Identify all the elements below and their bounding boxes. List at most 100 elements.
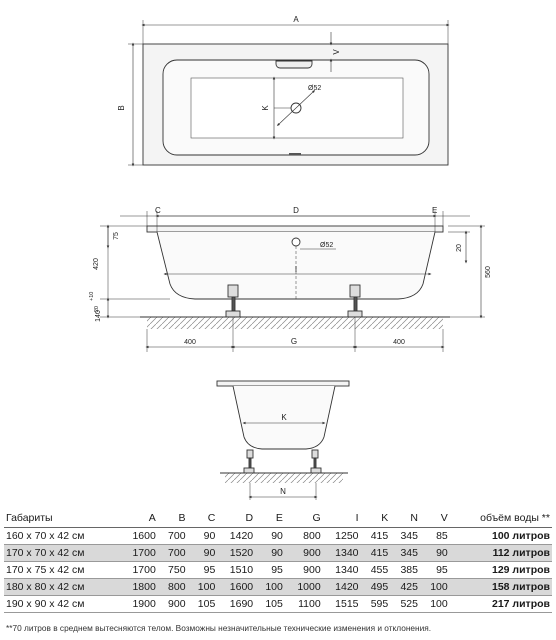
dim-label-v: V — [332, 49, 341, 55]
dim-label-d: D — [293, 206, 299, 215]
value-cell: 85 — [436, 530, 448, 542]
side-basin — [156, 231, 436, 300]
value-cell: 1700 — [120, 544, 158, 562]
value-cell: 100 — [420, 578, 450, 596]
end-view — [216, 380, 350, 500]
left-foot — [225, 284, 241, 318]
size-cell: 170 x 75 x 42 см — [6, 564, 85, 576]
value-cell: 95 — [436, 564, 448, 576]
table-header: C — [207, 512, 216, 524]
value-cell: 900 — [284, 544, 323, 562]
dim-label-140: 140 — [95, 310, 102, 322]
dim-label-tol-upper: +10 — [89, 292, 95, 301]
value-cell: 90 — [420, 544, 450, 562]
dim-label-tol-lower: -20 — [94, 306, 100, 314]
value-cell: 1100 — [298, 598, 321, 610]
overflow-handle — [275, 60, 313, 69]
dim-label-k-end: K — [281, 413, 287, 422]
dim-label-75: 75 — [113, 232, 120, 240]
size-cell: 190 x 90 x 42 см — [6, 598, 85, 610]
value-cell: 750 — [168, 564, 186, 576]
value-cell: 90 — [203, 530, 216, 542]
value-cell: 1420 — [229, 530, 254, 542]
value-cell: 100 — [255, 578, 285, 596]
table-header: K — [381, 512, 389, 524]
value-cell: 1800 — [120, 578, 158, 596]
value-cell: 525 — [400, 598, 418, 610]
end-right-foot — [310, 449, 322, 474]
value-cell: 95 — [271, 564, 283, 576]
bathtub-technical-drawing: A B V K Ø52 — [89, 15, 492, 500]
end-floor-hatch — [225, 473, 343, 483]
value-cell: 1700 — [132, 564, 156, 576]
value-cell: 455 — [370, 564, 389, 576]
top-view — [128, 20, 450, 167]
table-row: 170 x 70 x 42 см 1700 700 90 1520 90 900… — [4, 544, 552, 562]
table-header: A — [148, 512, 156, 524]
dim-label-n: N — [280, 487, 286, 496]
table-header: Габариты — [6, 512, 53, 524]
size-cell: 170 x 70 x 42 см — [4, 544, 120, 562]
value-cell: 95 — [203, 564, 216, 576]
size-cell: 160 x 70 x 42 см — [6, 530, 85, 542]
value-cell: 1900 — [132, 598, 156, 610]
dim-label-c: C — [155, 206, 161, 215]
table-header: V — [440, 512, 448, 524]
table-header: G — [312, 512, 321, 524]
dimensions-table: Габариты A B C D E G I K N V объём воды … — [4, 509, 552, 613]
end-left-foot — [243, 449, 255, 474]
side-view — [100, 211, 485, 352]
value-cell: 1600 — [132, 530, 156, 542]
value-cell: 345 — [390, 544, 420, 562]
dim-label-20: 20 — [456, 244, 463, 252]
volume-cell: 100 литров — [492, 530, 550, 542]
dim-label-dia-top: Ø52 — [308, 85, 321, 92]
side-drain — [291, 237, 301, 247]
side-rim — [146, 225, 444, 233]
value-cell: 100 — [187, 578, 218, 596]
value-cell: 900 — [303, 564, 321, 576]
value-cell: 345 — [400, 530, 418, 542]
value-cell: 700 — [157, 544, 188, 562]
volume-cell: 112 литров — [449, 544, 552, 562]
value-cell: 595 — [370, 598, 389, 610]
table-header-row: Габариты A B C D E G I K N V объём воды … — [4, 509, 552, 528]
volume-cell: 158 литров — [449, 578, 552, 596]
value-cell: 425 — [390, 578, 420, 596]
dim-label-dia-side: Ø52 — [320, 242, 333, 249]
value-cell: 90 — [271, 530, 283, 542]
end-rim — [216, 380, 350, 387]
dim-label-400-right: 400 — [393, 339, 405, 346]
table-header: D — [245, 512, 254, 524]
dim-label-400-left: 400 — [184, 339, 196, 346]
value-cell: 105 — [197, 598, 216, 610]
value-cell: 1600 — [217, 578, 256, 596]
table-row: 160 x 70 x 42 см 1600 700 90 1420 90 800… — [4, 528, 552, 545]
dim-label-420: 420 — [93, 258, 100, 270]
dim-label-e: E — [432, 206, 437, 215]
volume-cell: 217 литров — [492, 598, 550, 610]
value-cell: 1510 — [229, 564, 254, 576]
table-header: I — [355, 512, 359, 524]
value-cell: 1420 — [322, 578, 361, 596]
value-cell: 1520 — [217, 544, 256, 562]
value-cell: 800 — [157, 578, 188, 596]
value-cell: 105 — [265, 598, 283, 610]
size-cell: 180 x 80 x 42 см — [4, 578, 120, 596]
value-cell: 385 — [400, 564, 418, 576]
dim-label-i: I — [295, 265, 297, 274]
dim-label-a: A — [293, 15, 299, 24]
table-row: 190 x 90 x 42 см 1900 900 105 1690 105 1… — [4, 596, 552, 613]
dim-label-g: G — [291, 337, 297, 346]
value-cell: 1340 — [335, 564, 359, 576]
footnote: **70 литров в среднем вытесняются телом.… — [6, 623, 432, 633]
value-cell: 415 — [370, 530, 389, 542]
logo-mark — [289, 153, 301, 155]
value-cell: 90 — [255, 544, 285, 562]
table-header: B — [178, 512, 186, 524]
floor-hatch — [147, 317, 443, 329]
value-cell: 415 — [360, 544, 391, 562]
table-row: 180 x 80 x 42 см 1800 800 100 1600 100 1… — [4, 578, 552, 596]
table-header: N — [410, 512, 418, 524]
value-cell: 100 — [430, 598, 448, 610]
